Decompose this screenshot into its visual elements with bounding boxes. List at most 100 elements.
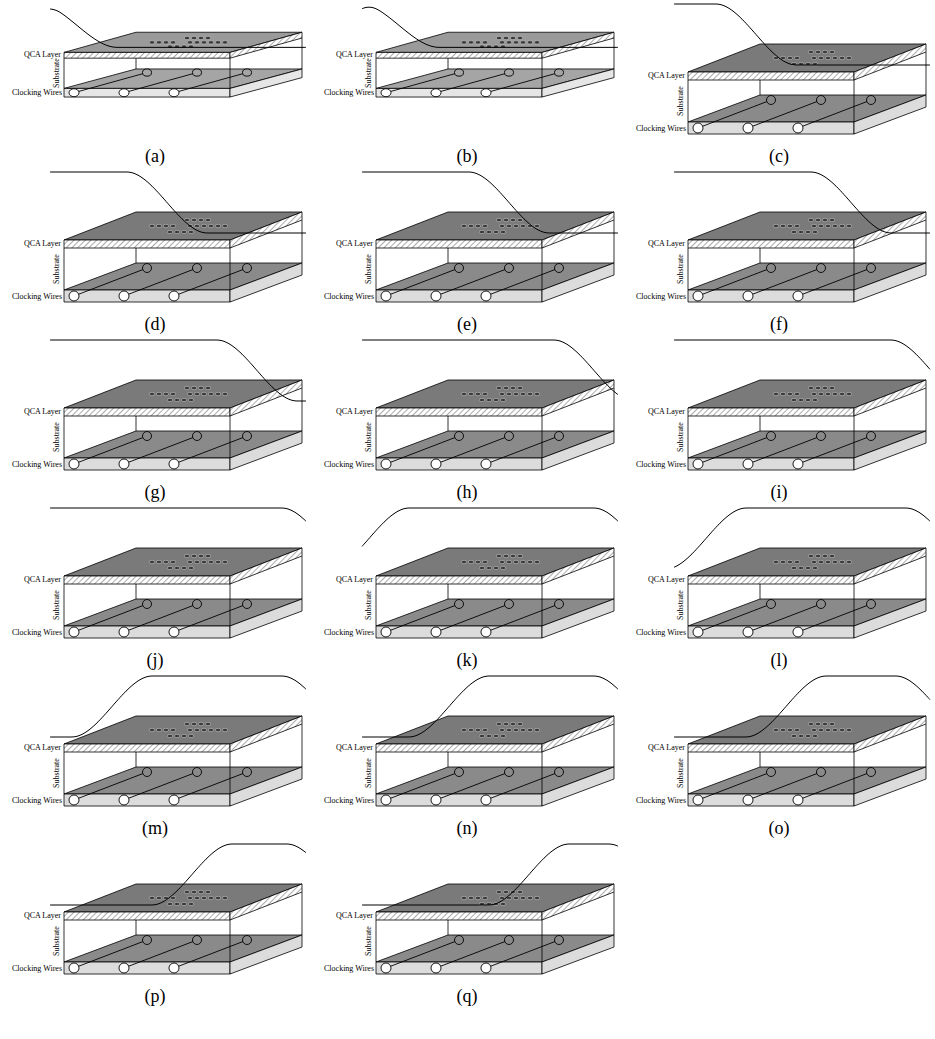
panel-caption: (k)	[457, 651, 478, 669]
qca-cell	[518, 218, 523, 221]
qca-cell	[792, 734, 797, 737]
qca-cell	[528, 560, 533, 563]
wire-end	[767, 600, 776, 609]
qca-cell	[199, 722, 204, 725]
wire-end	[555, 768, 564, 777]
qca-cell	[171, 41, 176, 44]
qca-cell	[823, 554, 828, 557]
wire-end	[119, 795, 129, 805]
qca-cell	[195, 224, 200, 227]
substrate-edge	[64, 920, 65, 962]
clock-signal	[362, 844, 618, 905]
substrate-edge	[376, 752, 377, 794]
qca-cell	[518, 554, 523, 557]
wire-layer-side	[542, 263, 614, 302]
qca-cell	[480, 398, 485, 401]
qca-cell	[514, 392, 519, 395]
qca-cell	[521, 224, 526, 227]
qca-layer-front	[376, 576, 542, 584]
substrate-edge	[376, 584, 377, 626]
wire-end	[69, 459, 79, 469]
wire-layer-side	[542, 431, 614, 470]
wire-layer-side	[542, 599, 614, 638]
clock-signal	[674, 508, 930, 567]
wire-end	[817, 768, 826, 777]
qca-cell	[487, 734, 492, 737]
substrate-edge	[230, 248, 231, 290]
qca-cell	[469, 896, 474, 899]
clock-wire	[174, 268, 247, 296]
qca-cell	[483, 896, 488, 899]
substrate-edge	[614, 892, 615, 935]
qca-cell	[199, 218, 204, 221]
wire-end	[169, 291, 179, 301]
clock-wire	[798, 268, 871, 296]
wire-end	[69, 795, 79, 805]
substrate-edge	[926, 556, 927, 599]
qca-cell	[476, 896, 481, 899]
qca-cell	[171, 392, 176, 395]
wire-end	[693, 123, 703, 133]
layer-label: QCA Layer	[24, 240, 61, 248]
substrate-edge	[854, 752, 855, 794]
qca-cell	[483, 392, 488, 395]
qca-layer-front	[376, 52, 542, 58]
substrate-label: Substrate	[53, 758, 61, 788]
substrate-label: Substrate	[53, 926, 61, 956]
qca-cell	[504, 722, 509, 725]
qca-cell	[806, 566, 811, 569]
qca-cell	[507, 41, 512, 44]
qca-cell	[209, 728, 214, 731]
qca-cell	[206, 386, 211, 389]
qca-cell	[494, 566, 499, 569]
qca-cell	[830, 554, 835, 557]
clock-wire	[174, 940, 247, 968]
qca-cell	[535, 560, 540, 563]
wire-label: Clocking Wires	[636, 125, 686, 133]
qca-cell	[809, 218, 814, 221]
qca-cell	[189, 734, 194, 737]
qca-cell	[504, 36, 509, 39]
wire-layer-front	[688, 290, 854, 302]
qca-cell	[774, 224, 779, 227]
qca-layer-side	[230, 548, 302, 584]
qca-cell	[813, 230, 818, 233]
qca-cell	[511, 218, 516, 221]
qca-cell	[528, 728, 533, 731]
wire-layer-front	[376, 88, 542, 97]
substrate-edge	[64, 416, 65, 458]
substrate-edge	[542, 248, 543, 290]
wire-end	[743, 459, 753, 469]
qca-cell	[830, 386, 835, 389]
qca-cell	[795, 392, 800, 395]
qca-cell	[521, 728, 526, 731]
wire-label: Clocking Wires	[636, 797, 686, 805]
wire-end	[69, 89, 79, 97]
qca-cell	[175, 398, 180, 401]
substrate-label: Substrate	[677, 758, 685, 788]
wire-layer-front	[376, 290, 542, 302]
wire-end	[505, 264, 514, 273]
qca-cell	[150, 392, 155, 395]
qca-layer-front	[64, 576, 230, 584]
wire-layer-side	[542, 935, 614, 974]
qca-cell	[185, 890, 190, 893]
substrate-label: Substrate	[365, 58, 373, 88]
qca-cell	[799, 230, 804, 233]
qca-cell	[182, 734, 187, 737]
wire-layer-side	[230, 431, 302, 470]
clock-signal	[362, 340, 618, 395]
substrate-edge	[542, 752, 543, 794]
qca-cell	[823, 722, 828, 725]
qca-cell	[150, 896, 155, 899]
clocking-panel	[362, 7, 618, 97]
clock-wire	[174, 436, 247, 464]
qca-cell	[507, 560, 512, 563]
wire-end	[169, 963, 179, 973]
qca-cell	[816, 218, 821, 221]
wire-end	[817, 432, 826, 441]
clocking-panel	[362, 676, 618, 806]
qca-cell	[175, 902, 180, 905]
substrate-edge	[376, 920, 377, 962]
qca-layer-front	[376, 408, 542, 416]
